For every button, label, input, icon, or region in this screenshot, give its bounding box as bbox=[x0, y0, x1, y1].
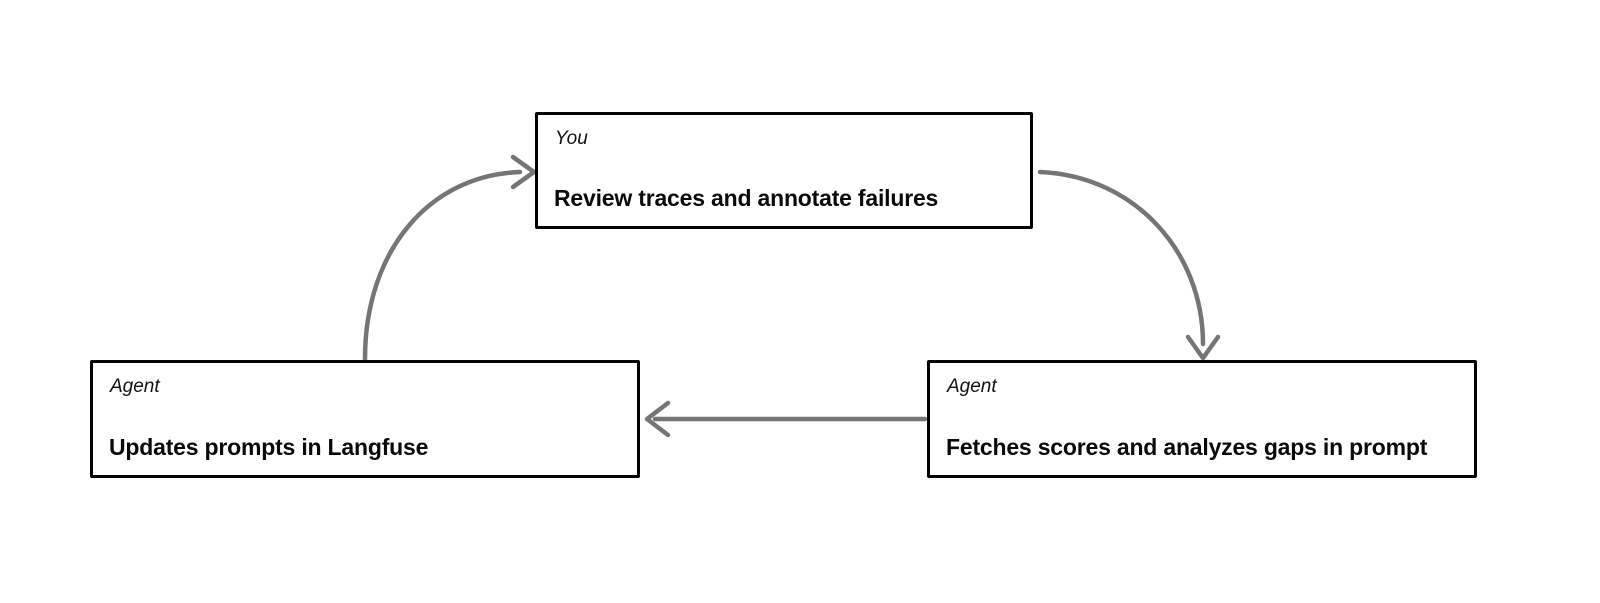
node-agent-fetch-scores[interactable]: Agent Fetches scores and analyzes gaps i… bbox=[927, 360, 1477, 478]
node-agent-updates-prompts-title: Updates prompts in Langfuse bbox=[109, 434, 429, 460]
arrowhead-icon bbox=[1185, 334, 1221, 361]
arrowhead-icon bbox=[644, 400, 671, 438]
edge-you-to-fetch bbox=[1037, 169, 1221, 361]
node-agent-fetch-scores-title: Fetches scores and analyzes gaps in prom… bbox=[946, 434, 1428, 460]
node-you[interactable]: You Review traces and annotate failures bbox=[535, 112, 1033, 229]
node-you-title: Review traces and annotate failures bbox=[554, 185, 939, 211]
edge-fetch-to-update bbox=[644, 400, 928, 438]
node-agent-updates-prompts[interactable]: Agent Updates prompts in Langfuse bbox=[90, 360, 640, 478]
edge-update-to-you bbox=[362, 154, 537, 362]
node-agent-fetch-scores-role: Agent bbox=[947, 376, 997, 397]
node-you-role: You bbox=[555, 128, 588, 149]
node-agent-updates-prompts-role: Agent bbox=[110, 376, 160, 397]
arrowhead-icon bbox=[510, 154, 537, 190]
